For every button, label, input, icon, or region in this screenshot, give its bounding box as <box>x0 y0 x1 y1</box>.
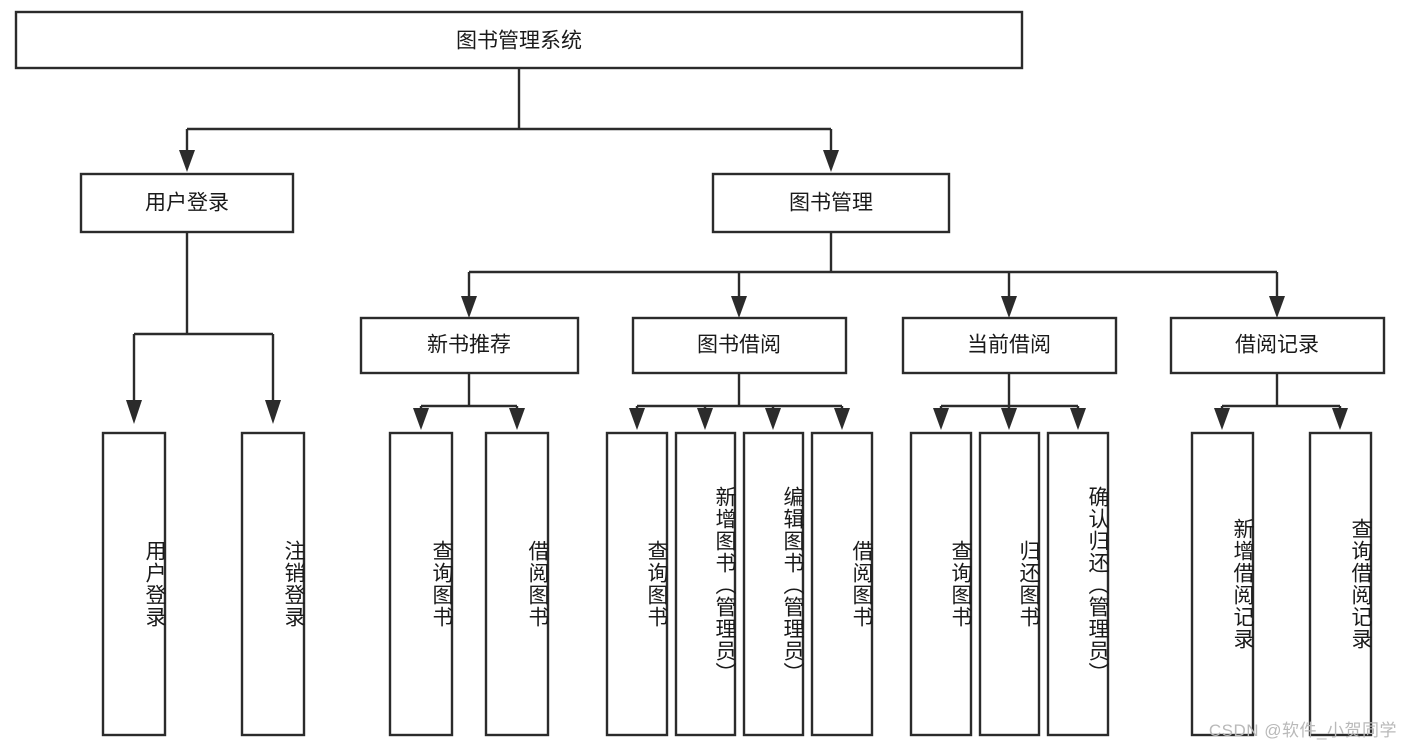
arrow-head-leaf-add-book <box>697 408 713 430</box>
arrow-head-leaf-query-book-1 <box>413 408 429 430</box>
node-borrow-records-label: 借阅记录 <box>1235 334 1319 357</box>
leaf-user-login-box[interactable] <box>101 431 167 737</box>
leaf-add-record-box[interactable] <box>1190 431 1255 737</box>
arrow-head-borrow-records <box>1269 296 1285 318</box>
arrow-head-new-book-recommend <box>461 296 477 318</box>
node-book-borrow-label: 图书借阅 <box>697 334 781 357</box>
node-new-book-recommend[interactable]: 新书推荐 <box>359 316 580 375</box>
arrow-head-leaf-user-login <box>126 400 142 424</box>
leaf-logout-box[interactable] <box>240 431 306 737</box>
arrow-head-leaf-add-record <box>1214 408 1230 430</box>
arrow-head-current-borrow <box>1001 296 1017 318</box>
arrow-head-leaf-query-book-2 <box>629 408 645 430</box>
node-user-login-label: 用户登录 <box>145 192 229 215</box>
arrow-head-leaf-query-record <box>1332 408 1348 430</box>
arrow-head-book-borrow <box>731 296 747 318</box>
node-root-label: 图书管理系统 <box>456 30 582 53</box>
arrow-head-leaf-confirm-return <box>1070 408 1086 430</box>
node-root[interactable]: 图书管理系统 <box>14 10 1024 70</box>
leaf-borrow-book-1-box[interactable] <box>484 431 550 737</box>
node-book-management-box[interactable] <box>711 172 951 234</box>
arrow-head-leaf-logout <box>265 400 281 424</box>
arrow-head-leaf-return-book <box>1001 408 1017 430</box>
node-new-book-recommend-label: 新书推荐 <box>427 334 511 357</box>
arrow-head-user-login <box>179 150 195 172</box>
leaf-boxes-layer <box>101 431 1373 737</box>
leaf-add-book-box[interactable] <box>674 431 737 737</box>
arrow-head-leaf-borrow-book-1 <box>509 408 525 430</box>
node-user-login[interactable]: 用户登录 <box>79 172 295 234</box>
node-current-borrow[interactable]: 当前借阅 <box>901 316 1118 375</box>
node-book-borrow[interactable]: 图书借阅 <box>631 316 848 375</box>
node-book-management-label: 图书管理 <box>789 192 873 215</box>
watermark-text: CSDN @软件_小贺同学 <box>1208 721 1397 740</box>
leaf-borrow-book-2-box[interactable] <box>810 431 874 737</box>
node-user-login-box[interactable] <box>79 172 295 234</box>
node-root-box[interactable] <box>14 10 1024 70</box>
node-borrow-records-box[interactable] <box>1169 316 1386 375</box>
node-book-management[interactable]: 图书管理 <box>711 172 951 234</box>
node-current-borrow-box[interactable] <box>901 316 1118 375</box>
node-current-borrow-label: 当前借阅 <box>967 334 1051 357</box>
leaf-query-record-box[interactable] <box>1308 431 1373 737</box>
leaf-query-book-2-box[interactable] <box>605 431 669 737</box>
leaf-query-book-1-box[interactable] <box>388 431 454 737</box>
leaf-confirm-return-box[interactable] <box>1046 431 1110 737</box>
node-book-borrow-box[interactable] <box>631 316 848 375</box>
connector-layer <box>126 68 1348 430</box>
node-borrow-records[interactable]: 借阅记录 <box>1169 316 1386 375</box>
leaf-return-book-box[interactable] <box>978 431 1041 737</box>
node-new-book-recommend-box[interactable] <box>359 316 580 375</box>
leaf-edit-book-box[interactable] <box>742 431 805 737</box>
arrow-head-leaf-borrow-book-2 <box>834 408 850 430</box>
arrow-head-book-management <box>823 150 839 172</box>
arrow-head-leaf-query-book-3 <box>933 408 949 430</box>
arrow-head-leaf-edit-book <box>765 408 781 430</box>
leaf-query-book-3-box[interactable] <box>909 431 973 737</box>
